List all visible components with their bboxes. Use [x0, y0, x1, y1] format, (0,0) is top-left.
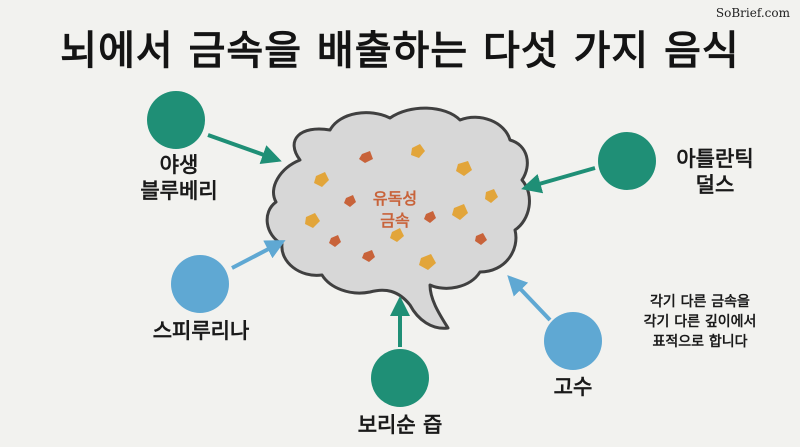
food-circle-cilantro [544, 312, 602, 370]
watermark: SoBrief.com [715, 6, 790, 20]
food-circle-barley [371, 349, 429, 407]
metal-particle [485, 189, 498, 203]
brain-label-line2: 금속 [380, 211, 410, 230]
metal-particle [475, 233, 487, 245]
food-label-dulse: 아틀란틱 덜스 [676, 147, 754, 197]
metal-particle [452, 204, 468, 220]
food-label-cilantro: 고수 [553, 375, 593, 399]
metal-particle [424, 211, 436, 223]
metal-particle [362, 250, 375, 262]
metal-particle [314, 172, 329, 187]
food-label-barley: 보리순 즙 [357, 413, 443, 437]
metal-particle [305, 213, 320, 228]
food-label-blueberry: 야생 블루베리 [140, 153, 218, 203]
food-circle-dulse [598, 132, 656, 190]
arrow-blueberry [207, 133, 282, 165]
metal-particle [344, 195, 356, 207]
food-label-spirulina: 스피루리나 [152, 319, 250, 343]
brain-label-line1: 유독성 [372, 189, 418, 208]
metal-particle [411, 144, 425, 158]
metal-particle [419, 254, 436, 270]
food-circle-blueberry [147, 91, 205, 149]
arrow-dulse [521, 166, 596, 194]
metal-particle [359, 151, 373, 163]
page-title: 뇌에서 금속을 배출하는 다섯 가지 음식 [60, 28, 740, 74]
food-circle-spirulina [171, 255, 229, 313]
metal-particle [390, 228, 404, 242]
arrow-spirulina [231, 240, 286, 270]
arrow-cilantro [507, 275, 552, 322]
metal-particle [456, 161, 472, 176]
brain-label: 유독성 금속 [350, 188, 440, 232]
metal-particles [305, 144, 498, 270]
metal-particle [329, 235, 341, 247]
note-text: 각기 다른 금속을 각기 다른 깊이에서 표적으로 합니다 [643, 294, 757, 350]
